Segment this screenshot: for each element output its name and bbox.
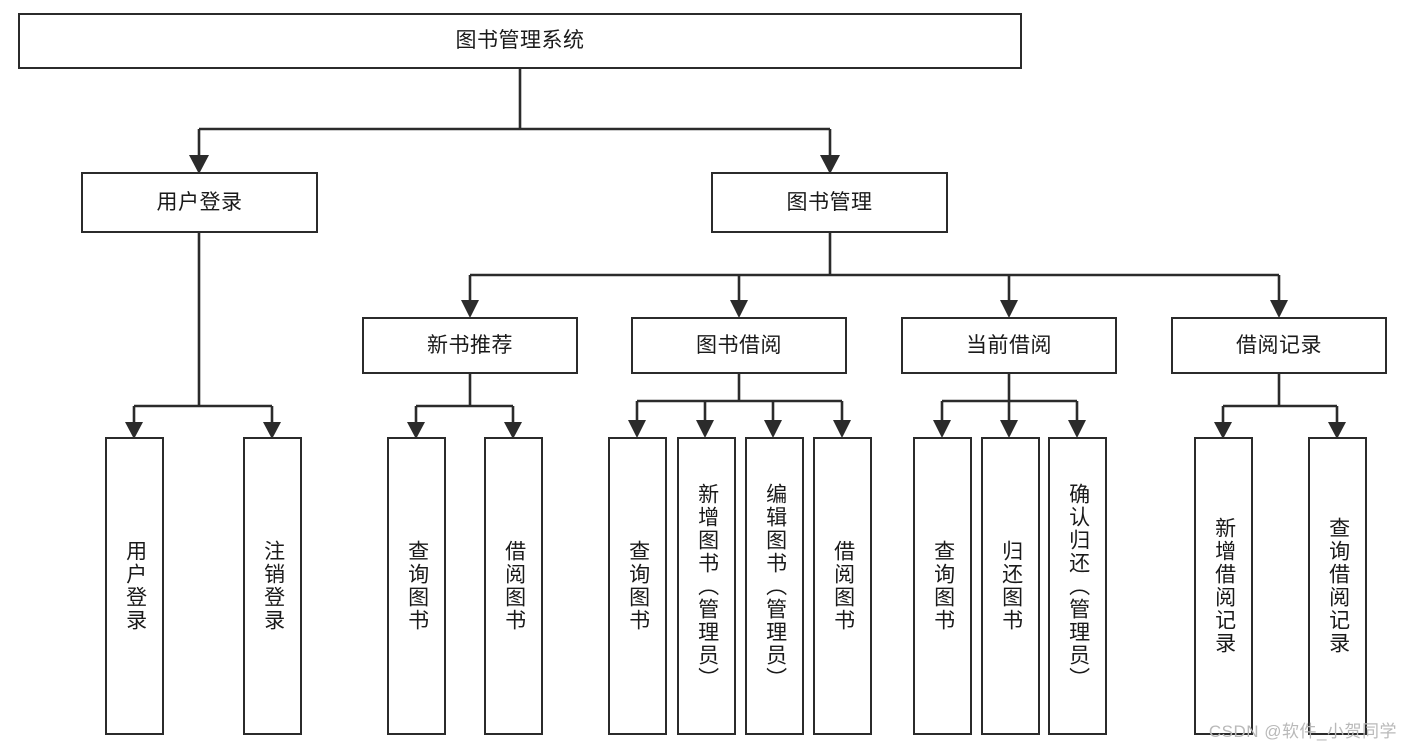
leaf-borrow-book-recommend[interactable]: 借阅图书: [484, 437, 543, 735]
leaf-add-borrow-record-label: 新增借阅记录: [1212, 517, 1236, 655]
leaf-return-book[interactable]: 归还图书: [981, 437, 1040, 735]
leaf-confirm-return-admin[interactable]: 确认归还（管理员）: [1048, 437, 1107, 735]
leaf-query-borrow-record[interactable]: 查询借阅记录: [1308, 437, 1367, 735]
arrow-to-borrow: [730, 300, 748, 318]
arrow-to-leaf6: [696, 420, 714, 438]
leaf-add-borrow-record[interactable]: 新增借阅记录: [1194, 437, 1253, 735]
arrow-to-leaf11: [1068, 420, 1086, 438]
watermark-text: CSDN @软件_小贺同学: [1208, 722, 1397, 741]
leaf-borrow-book[interactable]: 借阅图书: [813, 437, 872, 735]
node-root-label: 图书管理系统: [455, 29, 585, 53]
leaf-edit-book-admin[interactable]: 编辑图书（管理员）: [745, 437, 804, 735]
node-book-borrow-label: 图书借阅: [696, 333, 782, 357]
arrow-to-leaf10: [1000, 420, 1018, 438]
node-user-login[interactable]: 用户登录: [81, 172, 318, 233]
leaf-query-book-recommend[interactable]: 查询图书: [387, 437, 446, 735]
leaf-borrow-book-recommend-label: 借阅图书: [502, 540, 526, 632]
leaf-query-book-recommend-label: 查询图书: [405, 540, 429, 632]
leaf-add-book-admin[interactable]: 新增图书（管理员）: [677, 437, 736, 735]
leaf-query-borrow-record-label: 查询借阅记录: [1326, 517, 1350, 655]
leaf-add-book-admin-label: 新增图书（管理员）: [695, 482, 719, 690]
node-new-book-recommend[interactable]: 新书推荐: [362, 317, 578, 374]
node-borrow-record-label: 借阅记录: [1236, 333, 1322, 357]
node-current-borrow-label: 当前借阅: [966, 333, 1052, 357]
leaf-query-book-current[interactable]: 查询图书: [913, 437, 972, 735]
leaf-query-book-current-label: 查询图书: [931, 540, 955, 632]
arrow-to-leaf9: [933, 420, 951, 438]
leaf-user-login[interactable]: 用户登录: [105, 437, 164, 735]
node-book-management[interactable]: 图书管理: [711, 172, 948, 233]
arrow-to-current: [1000, 300, 1018, 318]
leaf-query-book-borrow-label: 查询图书: [626, 540, 650, 632]
arrow-to-leaf7: [764, 420, 782, 438]
leaf-return-book-label: 归还图书: [999, 540, 1023, 632]
node-new-book-recommend-label: 新书推荐: [427, 333, 513, 357]
node-current-borrow[interactable]: 当前借阅: [901, 317, 1117, 374]
arrow-to-leaf8: [833, 420, 851, 438]
arrow-to-record: [1270, 300, 1288, 318]
leaf-logout[interactable]: 注销登录: [243, 437, 302, 735]
node-root[interactable]: 图书管理系统: [18, 13, 1022, 69]
leaf-confirm-return-admin-label: 确认归还（管理员）: [1066, 482, 1090, 690]
node-book-borrow[interactable]: 图书借阅: [631, 317, 847, 374]
leaf-user-login-label: 用户登录: [123, 540, 147, 632]
leaf-edit-book-admin-label: 编辑图书（管理员）: [763, 482, 787, 690]
arrow-to-leaf5: [628, 420, 646, 438]
leaf-query-book-borrow[interactable]: 查询图书: [608, 437, 667, 735]
node-book-management-label: 图书管理: [786, 190, 873, 214]
leaf-borrow-book-label: 借阅图书: [831, 540, 855, 632]
node-borrow-record[interactable]: 借阅记录: [1171, 317, 1387, 374]
node-user-login-label: 用户登录: [156, 190, 243, 214]
arrow-to-newbook: [461, 300, 479, 318]
leaf-logout-label: 注销登录: [261, 540, 285, 632]
